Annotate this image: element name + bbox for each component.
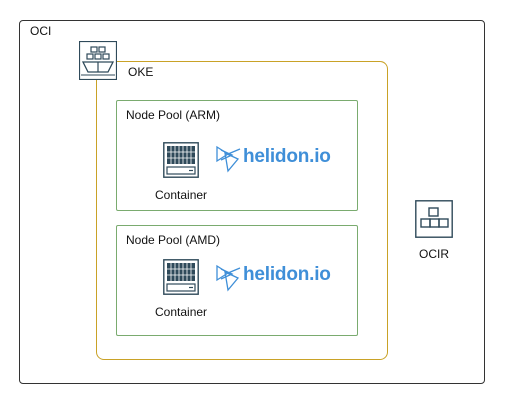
ocir-label: OCIR	[419, 247, 449, 261]
node-pool-arm-label: Node Pool (ARM)	[126, 108, 221, 122]
helidon-logo-text: helidon.io	[243, 146, 331, 167]
oke-label: OKE	[128, 65, 154, 79]
helidon-logo-icon	[216, 264, 242, 292]
container-label: Container	[155, 188, 208, 202]
container-server-icon	[163, 259, 199, 295]
node-pool-amd-label: Node Pool (AMD)	[126, 233, 221, 247]
helidon-logo-text: helidon.io	[243, 264, 331, 285]
node-pool-arm	[116, 100, 358, 211]
helidon-logo-icon	[216, 145, 242, 173]
container-label: Container	[155, 305, 208, 319]
oke-ship-icon	[78, 40, 118, 81]
registry-icon	[415, 200, 453, 238]
oke-cluster-region	[96, 61, 388, 360]
container-server-icon	[163, 142, 199, 178]
oci-label: OCI	[30, 24, 52, 38]
node-pool-amd	[116, 225, 358, 336]
oci-region	[19, 20, 485, 384]
